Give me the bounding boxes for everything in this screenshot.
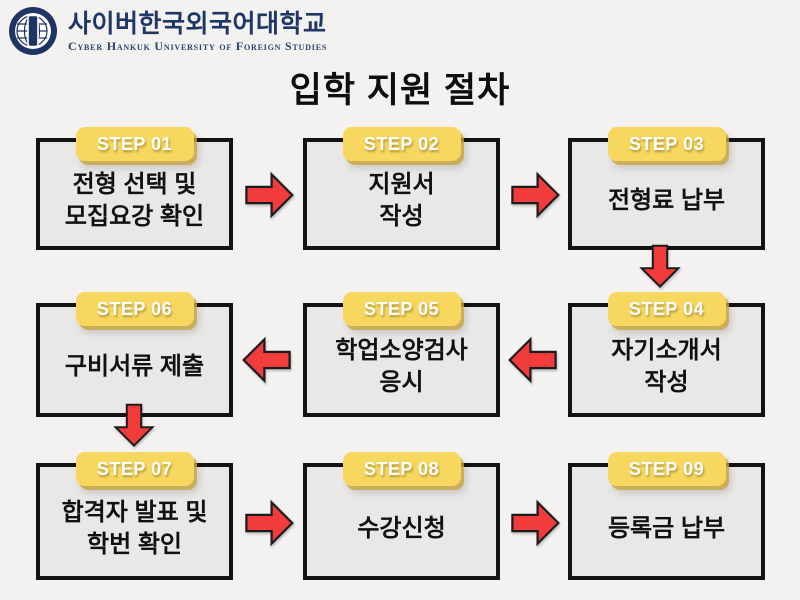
step-box-09: STEP 09 등록금 납부 xyxy=(568,452,765,580)
arrow-right-step08-step09-icon xyxy=(511,499,560,547)
step-text-06: 구비서류 제출 xyxy=(40,307,229,413)
arrow-left-step04-step05-icon xyxy=(508,336,557,384)
step-line: 학번 확인 xyxy=(87,530,182,558)
step-line: 응시 xyxy=(379,369,424,396)
step-box-07: STEP 07 합격자 발표 및 학번 확인 xyxy=(36,452,233,580)
step-line: 구비서류 제출 xyxy=(64,353,205,381)
step-badge-02: STEP 02 xyxy=(342,127,461,161)
step-text-02: 지원서 작성 xyxy=(307,142,496,246)
step-badge-01: STEP 01 xyxy=(75,127,194,161)
step-line: 등록금 납부 xyxy=(607,514,726,542)
page-title: 입학 지원 절차 xyxy=(289,71,511,110)
university-logo: 사이버한국외국어대학교 Cyber Hankuk University of F… xyxy=(8,6,327,56)
step-line: 지원서 xyxy=(368,171,435,199)
step-line: 합격자 발표 및 xyxy=(61,498,208,526)
step-line: 전형료 납부 xyxy=(607,187,726,215)
step-box-01: STEP 01 전형 선택 및 모집요강 확인 xyxy=(36,127,233,250)
step-line: 작성 xyxy=(644,369,689,396)
step-line: 학업소양검사 xyxy=(335,337,468,365)
step-box-05: STEP 05 학업소양검사 응시 xyxy=(303,292,500,417)
step-text-04: 자기소개서 작성 xyxy=(572,307,761,413)
step-line: 전형 선택 및 xyxy=(72,171,197,199)
arrow-right-step02-step03-icon xyxy=(511,171,560,219)
university-emblem-icon xyxy=(9,7,57,55)
step-badge-06: STEP 06 xyxy=(75,292,194,326)
university-name-english: Cyber Hankuk University of Foreign Studi… xyxy=(68,39,328,54)
step-box-02: STEP 02 지원서 작성 xyxy=(303,127,500,250)
step-box-03: STEP 03 전형료 납부 xyxy=(568,127,765,250)
step-badge-04: STEP 04 xyxy=(607,292,726,326)
step-badge-03: STEP 03 xyxy=(607,127,726,161)
step-badge-08: STEP 08 xyxy=(342,452,461,486)
university-name-korean: 사이버한국외국어대학교 xyxy=(68,10,327,38)
step-badge-05: STEP 05 xyxy=(342,292,461,326)
arrow-down-step06-step07-icon xyxy=(113,403,155,448)
step-box-08: STEP 08 수강신청 xyxy=(303,452,500,580)
step-text-05: 학업소양검사 응시 xyxy=(307,307,496,413)
step-line: 자기소개서 xyxy=(611,337,722,365)
step-line: 수강신청 xyxy=(357,514,446,542)
step-badge-07: STEP 07 xyxy=(75,452,194,486)
step-box-04: STEP 04 자기소개서 작성 xyxy=(568,292,765,417)
step-line: 작성 xyxy=(379,203,424,230)
step-text-08: 수강신청 xyxy=(307,467,496,576)
step-text-01: 전형 선택 및 모집요강 확인 xyxy=(40,142,229,246)
arrow-down-step03-step04-icon xyxy=(639,244,681,289)
arrow-right-step01-step02-icon xyxy=(245,171,294,219)
step-text-07: 합격자 발표 및 학번 확인 xyxy=(40,467,229,576)
arrow-left-step05-step06-icon xyxy=(242,336,291,384)
step-text-09: 등록금 납부 xyxy=(572,467,761,576)
step-box-06: STEP 06 구비서류 제출 xyxy=(36,292,233,417)
step-badge-09: STEP 09 xyxy=(607,452,726,486)
arrow-right-step07-step08-icon xyxy=(245,499,294,547)
step-line: 모집요강 확인 xyxy=(64,203,205,230)
step-text-03: 전형료 납부 xyxy=(572,142,761,246)
